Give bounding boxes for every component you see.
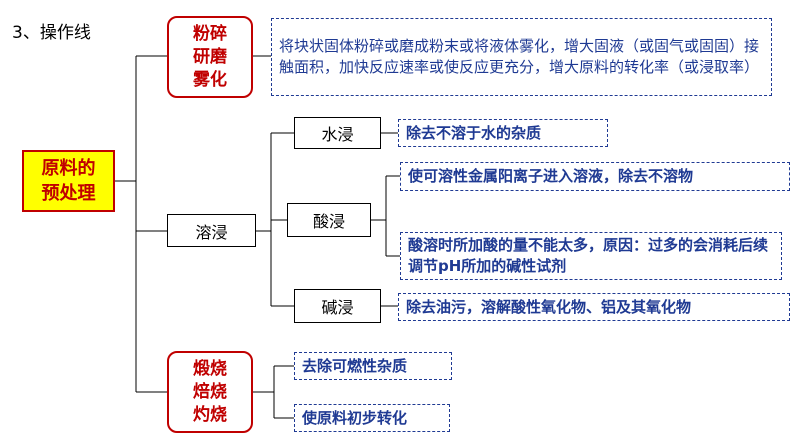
alkali-leach-label: 碱浸 xyxy=(321,298,354,317)
root-node: 原料的预处理 xyxy=(22,150,115,212)
acid-leach-note-1: 使可溶性金属阳离子进入溶液，除去不溶物 xyxy=(400,162,790,191)
leach-label: 溶浸 xyxy=(195,222,228,242)
crush-note: 将块状固体粉碎或磨成粉末或将液体雾化，增大固液（或固气或固固）接触面积，加快反应… xyxy=(271,18,772,96)
alkali-leach-note: 除去油污，溶解酸性氧化物、铝及其氧化物 xyxy=(398,293,790,321)
water-leach-note: 除去不溶于水的杂质 xyxy=(398,119,608,147)
acid-leach-label: 酸浸 xyxy=(312,212,345,231)
leach-node: 溶浸 xyxy=(167,214,256,247)
alkali-leach-node: 碱浸 xyxy=(294,289,381,323)
water-leach-label: 水浸 xyxy=(321,125,354,144)
root-label: 原料的预处理 xyxy=(41,158,96,204)
acid-leach-node: 酸浸 xyxy=(287,203,371,237)
water-leach-node: 水浸 xyxy=(294,117,381,149)
crush-label: 粉碎研磨雾化 xyxy=(193,23,227,90)
calcine-label: 煅烧焙烧灼烧 xyxy=(193,358,227,425)
calcine-note-1: 去除可燃性杂质 xyxy=(294,352,452,380)
acid-leach-note-2: 酸溶时所加酸的量不能太多，原因：过多的会消耗后续调节pH所加的碱性试剂 xyxy=(400,232,782,280)
crush-node: 粉碎研磨雾化 xyxy=(167,16,253,98)
section-title: 3、操作线 xyxy=(12,23,91,43)
calcine-note-2: 使原料初步转化 xyxy=(294,404,450,432)
calcine-node: 煅烧焙烧灼烧 xyxy=(167,351,253,433)
